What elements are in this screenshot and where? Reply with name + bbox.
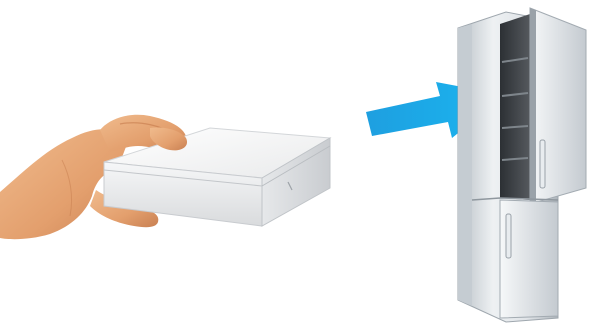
fridge-freezer-icon [458, 8, 586, 322]
